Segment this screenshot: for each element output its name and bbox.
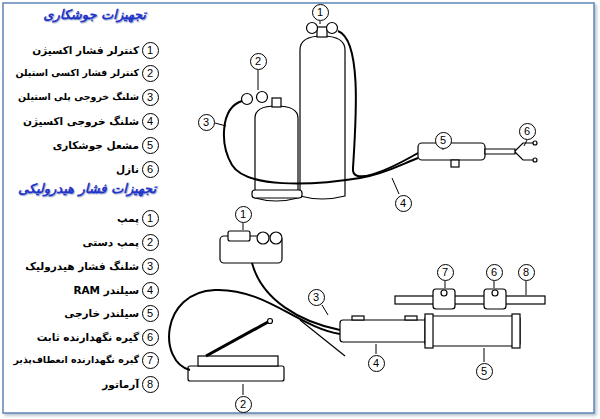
frame [3,3,594,413]
callout-number: 3 [147,261,153,272]
callout-circle: 5 [142,137,159,154]
part-name: شلنگ خروجی اکسیژن [23,115,139,128]
callout-number: 2 [240,399,246,410]
welding-set [224,23,537,202]
section-heading: تجهیزات فشار هیدرولیکی [18,181,156,197]
part-name: سیلندر خارجی [64,307,139,320]
part-name: مشعل جوشکاری [53,139,139,152]
callout-number: 4 [373,358,379,369]
callout-circle: 4 [142,282,159,299]
callout-circle: 3 [142,258,159,275]
callout-number: 4 [147,116,153,127]
callout-circle: 7 [437,264,454,281]
callout-number: 8 [523,267,529,278]
callout-circle: 1 [142,42,159,59]
callout-circle: 2 [142,65,159,82]
part-name: کنترلر فشار اکسیژن [32,44,139,57]
callout-circle: 6 [486,264,503,281]
callout-number: 3 [313,292,319,303]
callout-circle: 4 [142,113,159,130]
callout-circle: 3 [142,89,159,106]
callout-number: 5 [147,140,153,151]
callout-circle: 8 [518,264,535,281]
part-name: شلنگ فشار هیدرولیک [25,260,139,273]
callout-circle: 7 [142,352,159,369]
callout-number: 2 [147,68,153,79]
callout-number: 6 [524,126,530,137]
callout-number: 6 [147,164,153,175]
callout-number: 2 [255,56,261,67]
callout-number: 6 [491,267,497,278]
callout-circle: 6 [142,161,159,178]
callout-circle: 1 [142,210,159,227]
callout-circle: 2 [250,53,267,70]
callout-number: 1 [147,213,153,224]
callout-number: 5 [481,366,487,377]
callout-number: 4 [147,285,153,296]
part-name: سیلندر RAM [73,284,139,297]
section-heading: تجهیزات جوشکاری [43,7,146,23]
callout-circle: 5 [435,132,452,149]
callout-circle: 4 [395,195,412,212]
callout-number: 3 [147,92,153,103]
callout-number: 1 [317,7,323,18]
part-name: گیره نگهدارنده ثابت [37,331,139,344]
callout-number: 6 [147,332,153,343]
part-name: نازل [116,163,139,176]
part-name: آرماتور [102,378,139,391]
part-name: کنترلر فشار اکسی استیلن [15,67,139,78]
callout-circle: 5 [142,305,159,322]
callout-number: 7 [147,355,153,366]
callout-circle: 3 [198,114,215,131]
callout-number: 2 [147,237,153,248]
callout-circle: 2 [235,396,252,413]
callout-number: 1 [240,209,246,220]
callout-number: 3 [203,117,209,128]
callout-circle: 4 [368,355,385,372]
part-name: گیره نگهدارنده انعطاف‌پذیر [13,354,139,365]
callout-circle: 2 [142,234,159,251]
part-name: پمپ دستی [83,236,139,249]
callout-circle: 1 [235,206,252,223]
hydraulic-set [169,231,545,381]
callout-number: 5 [440,135,446,146]
leader-lines [215,21,527,395]
callout-circle: 8 [142,376,159,393]
callout-circle: 1 [312,4,329,21]
part-name: پمپ [117,212,139,225]
callout-number: 7 [442,267,448,278]
callout-number: 5 [147,308,153,319]
callout-number: 4 [400,198,406,209]
callout-number: 1 [147,45,153,56]
callout-circle: 6 [142,329,159,346]
callout-circle: 3 [308,289,325,306]
callout-circle: 5 [476,363,493,380]
callout-number: 8 [147,379,153,390]
callout-circle: 6 [519,123,536,140]
part-name: شلنگ خروجی پلی استیلن [18,91,139,102]
